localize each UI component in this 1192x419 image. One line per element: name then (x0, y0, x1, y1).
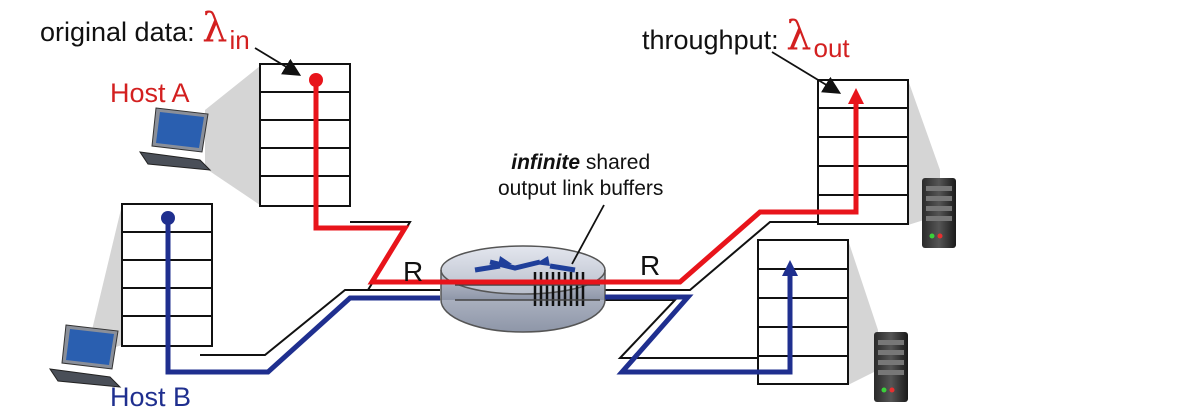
router-left-label: R (403, 256, 424, 287)
lambda-out-symbol: λ (786, 13, 812, 59)
server-bottom-buffer (757, 239, 849, 385)
laptop-icon (48, 324, 122, 388)
throughput-label: throughput: λout (642, 13, 850, 61)
buffer-pointer-line (571, 204, 605, 265)
lambda-in-symbol: λ (202, 5, 228, 51)
buffer-emphasis: infinite (511, 151, 581, 174)
original-data-label: original data: λin (40, 5, 250, 53)
laptop-icon (138, 107, 212, 171)
lambda-in-subscript: in (229, 25, 250, 55)
host-a-buffer (259, 63, 351, 207)
lambda-in-arrow (254, 47, 302, 76)
host-b-zoom-cone (92, 205, 122, 355)
lambda-in: λin (202, 5, 250, 53)
server-icon (874, 332, 908, 402)
server-icon (922, 178, 956, 248)
router-icon (440, 245, 606, 333)
host-a-red-path (309, 73, 864, 285)
host-b-label: Host B (110, 382, 192, 412)
router-right-label: R (640, 250, 661, 281)
buffer-annotation-line2: output link buffers (498, 177, 664, 200)
host-a-label: Host A (110, 78, 190, 108)
host-b-blue-path (161, 211, 798, 375)
buffer-annotation: infinite shared output link buffers (498, 150, 663, 202)
lambda-out-subscript: out (813, 33, 850, 63)
server-bottom-zoom-cone (848, 240, 878, 385)
host-a-zoom-cone (205, 66, 260, 205)
throughput-text: throughput: (642, 25, 779, 55)
lambda-out-arrow (771, 51, 842, 94)
buffer-annotation-line1: infinite shared (498, 150, 663, 176)
original-data-text: original data: (40, 17, 195, 47)
lambda-out: λout (786, 13, 850, 61)
buffer-rest: shared (580, 151, 651, 174)
server-top-buffer (817, 79, 909, 225)
